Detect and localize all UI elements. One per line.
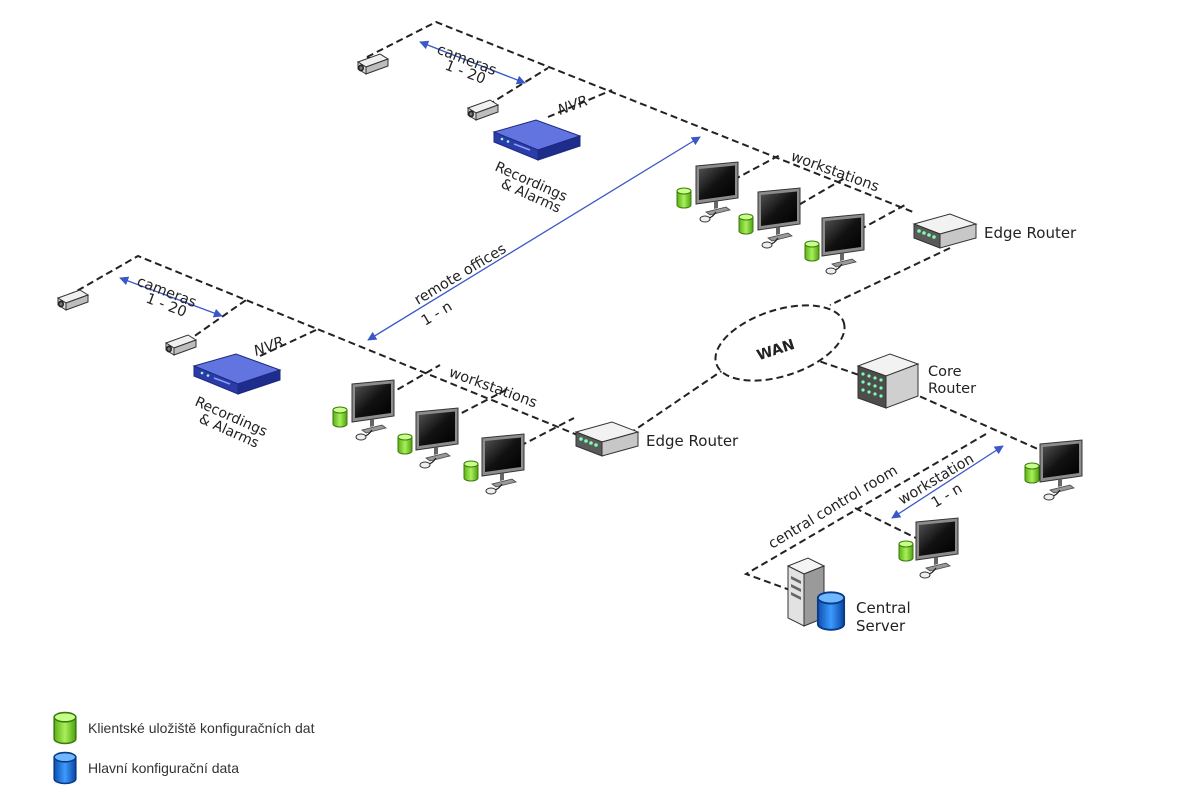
link-top-nvr [547, 89, 613, 118]
legend-item-master-data: Hlavní konfigurační data [52, 748, 314, 788]
client-storage-icon [1024, 462, 1040, 484]
label-central-server-2: Server [856, 617, 906, 635]
link-top-camera2 [487, 67, 549, 106]
blue-cylinder-icon [53, 751, 77, 785]
link-central-ws [854, 507, 921, 541]
legend: Klientské uložiště konfiguračních dat Hl… [52, 708, 314, 788]
link-top-backbone [366, 20, 914, 213]
client-storage-icon [898, 540, 914, 562]
network-links [67, 20, 1041, 591]
nvr-icon [493, 119, 581, 161]
legend-label: Klientské uložiště konfiguračních dat [88, 720, 315, 736]
monitor-icon [351, 379, 395, 441]
client-storage-icon [676, 187, 692, 209]
nvr-icon [193, 353, 281, 395]
label-remote-offices: remote offices [412, 241, 509, 308]
link-left-ws2 [451, 389, 507, 419]
arrow-cameras-left [119, 276, 223, 318]
link-left-ws1 [387, 364, 441, 396]
label-core-router-1: Core [928, 364, 962, 380]
arrow-workstation-central [891, 445, 1004, 519]
link-central-room [743, 433, 987, 591]
link-top-edge-wan [829, 247, 951, 306]
monitor-icon [821, 213, 865, 275]
router-icon [575, 421, 639, 457]
monitor-icon [915, 517, 959, 579]
label-nvr-left: NVR [252, 334, 286, 360]
legend-item-client-storage: Klientské uložiště konfiguračních dat [52, 708, 314, 748]
label-workstations-top: workstations [789, 149, 881, 196]
label-central-server-1: Central [856, 599, 911, 617]
client-storage-icon [397, 433, 413, 455]
master-storage-icon [816, 591, 846, 631]
link-left-edge-wan [619, 367, 727, 441]
camera-icon [165, 334, 197, 356]
monitor-icon [415, 407, 459, 469]
link-left-camera2 [185, 299, 247, 343]
legend-label: Hlavní konfigurační data [88, 760, 239, 776]
link-core-central [909, 391, 1041, 451]
core-router-icon [857, 353, 919, 409]
link-wan-core [809, 357, 863, 377]
arrow-remote-offices [367, 136, 701, 341]
wan-cloud: WAN [714, 304, 846, 382]
green-cylinder-icon [53, 711, 77, 745]
label-edge-router-left: Edge Router [646, 432, 739, 450]
range-arrows [119, 40, 1004, 519]
camera-icon [57, 289, 89, 311]
camera-icon [357, 53, 389, 75]
client-storage-icon [738, 213, 754, 235]
monitor-icon [695, 161, 739, 223]
label-edge-router-top: Edge Router [984, 224, 1077, 242]
router-icon [913, 213, 977, 249]
client-storage-icon [463, 460, 479, 482]
client-storage-icon [804, 240, 820, 262]
monitor-icon [481, 433, 525, 495]
label-core-router-2: Router [928, 381, 976, 397]
monitor-icon [757, 187, 801, 249]
link-left-backbone [67, 254, 581, 437]
monitor-icon [1039, 439, 1083, 501]
client-storage-icon [332, 406, 348, 428]
label-central-control-room: central control room [766, 463, 901, 553]
link-left-ws3 [519, 417, 575, 447]
arrow-cameras-top [419, 40, 526, 85]
camera-icon [467, 99, 499, 121]
label-nvr-top: NVR [556, 93, 590, 119]
